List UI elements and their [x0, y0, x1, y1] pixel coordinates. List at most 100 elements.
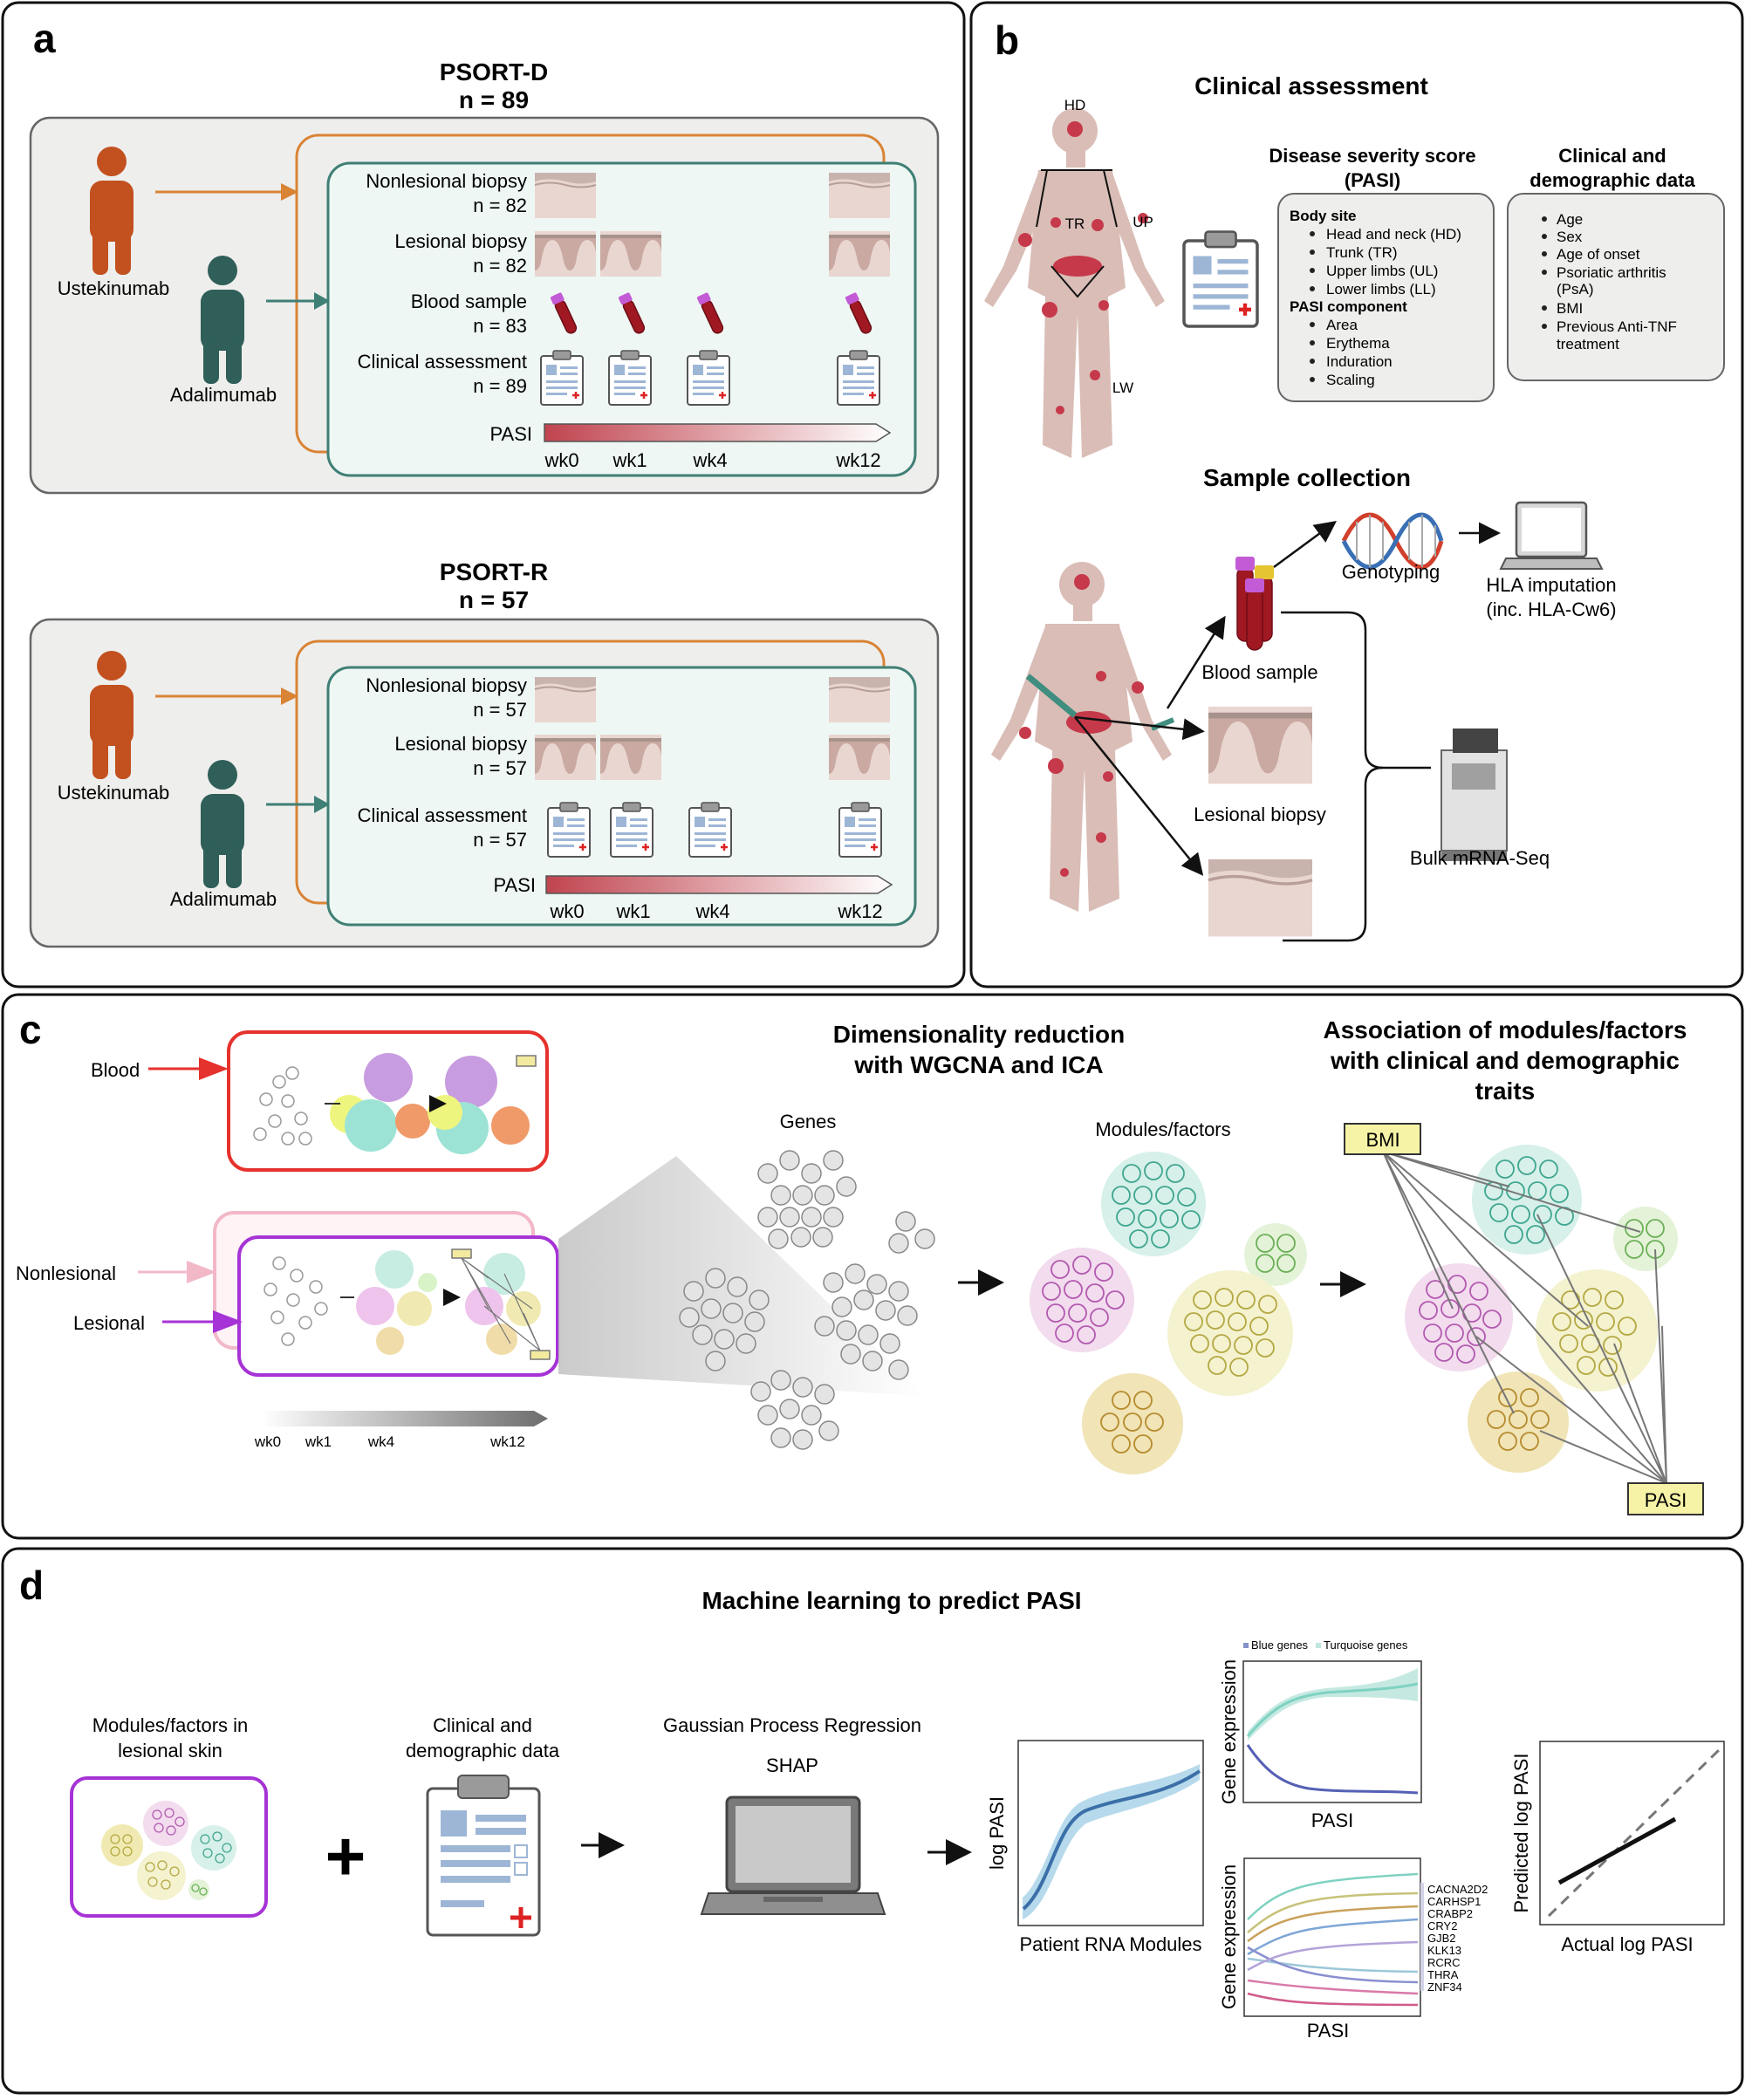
psort-d-row4-n: n = 89 — [473, 375, 527, 397]
body-figure-sample — [991, 562, 1175, 912]
zoom-cone — [558, 1156, 925, 1396]
psort-d-n: n = 89 — [459, 86, 529, 113]
plot3-gene-legend: CACNA2D2 CARHSP1 CRABP2 CRY2 GJB2 KLK13 … — [1420, 1883, 1488, 1994]
psort-d-drug1: Ustekinumab — [58, 277, 169, 299]
plot3-ylabel: Gene expression — [1218, 1864, 1240, 2009]
clinical-assessment-title: Clinical assessment — [1194, 72, 1428, 99]
genes-label: Genes — [780, 1111, 837, 1132]
modules-label: Modules/factors — [1095, 1118, 1230, 1140]
clipboard-icon — [1184, 232, 1257, 327]
body-site-item: Trunk (TR) — [1326, 244, 1398, 261]
psort-r-n: n = 57 — [459, 586, 529, 613]
gene-legend-item: KLK13 — [1427, 1944, 1461, 1957]
clipboard-icon — [836, 349, 881, 407]
body-label-tr: TR — [1065, 215, 1085, 232]
assoc-clusters — [1405, 1145, 1678, 1473]
sample-arrows — [1074, 521, 1431, 942]
gene-legend-item: CACNA2D2 — [1427, 1883, 1488, 1896]
psort-d-row1-label: Nonlesional biopsy — [366, 170, 527, 192]
pasi-component-list: Area Erythema Induration Scaling — [1310, 317, 1393, 388]
psort-d-title: PSORT-D — [440, 58, 548, 86]
panel-c-letter: c — [19, 1007, 42, 1052]
demo-item: Previous Anti-TNF — [1557, 318, 1677, 335]
psort-r-week-0: wk0 — [549, 900, 584, 922]
hla-label-line1: HLA imputation — [1486, 574, 1616, 596]
c-week-2: wk4 — [367, 1433, 394, 1450]
plot1-frame — [1017, 1740, 1204, 1926]
demographic-title-line2: demographic data — [1529, 169, 1695, 191]
component-item: Scaling — [1326, 372, 1375, 388]
demo-item: Age of onset — [1557, 246, 1640, 263]
gene-legend-item: CRY2 — [1427, 1919, 1457, 1932]
laptop-icon — [1499, 501, 1604, 570]
gene-legend-item: CARHSP1 — [1427, 1895, 1481, 1908]
demo-item: Psoriatic arthritis — [1557, 264, 1666, 281]
bulk-mrna-label: Bulk mRNA-Seq — [1410, 847, 1550, 869]
body-site-item: Lower limbs (LL) — [1326, 281, 1436, 298]
clipboard-large-icon — [426, 1775, 541, 1937]
psort-d-adalimumab-frame — [326, 161, 917, 477]
component-item: Erythema — [1326, 335, 1390, 352]
panel-a-letter: a — [33, 16, 56, 61]
body-site-heading: Body site — [1290, 208, 1357, 224]
clipboard-icon — [686, 349, 731, 407]
body-figure-clinical — [984, 108, 1165, 458]
psort-d-row1-n: n = 82 — [473, 195, 527, 216]
pasi-node — [1627, 1482, 1704, 1515]
lesional-skin-icon — [827, 733, 892, 782]
plot4-frame — [1539, 1741, 1725, 1926]
assoc-title-line3: traits — [1475, 1077, 1535, 1105]
lesional-biopsy-label: Lesional biopsy — [1194, 804, 1326, 825]
lesional-skin-icon — [827, 229, 892, 278]
demographic-list: Age Sex Age of onset Psoriatic arthritis… — [1542, 211, 1677, 352]
psort-d-week-1: wk1 — [612, 449, 647, 471]
lesional-label: Lesional — [73, 1312, 145, 1334]
gene-circles — [679, 1150, 935, 1450]
lesional-module-clusters — [263, 1248, 551, 1360]
hla-label-line2: (inc. HLA-Cw6) — [1486, 599, 1616, 620]
modules-lesional-line2: lesional skin — [118, 1740, 222, 1761]
plot2-legend-swatch-turquoise — [1316, 1643, 1321, 1648]
clinical-demo-line1: Clinical and — [433, 1714, 532, 1736]
body-site-item: Upper limbs (UL) — [1326, 263, 1438, 279]
demo-item: BMI — [1557, 300, 1583, 317]
plot2-legend-turquoise: Turquoise genes — [1324, 1638, 1408, 1652]
psort-r-week-3: wk12 — [837, 900, 882, 922]
psort-r-week-2: wk4 — [695, 900, 729, 922]
blood-label: Blood — [91, 1059, 140, 1081]
plot2-blue-line — [1246, 1744, 1419, 1795]
dimred-title-line1: Dimensionality reduction — [833, 1021, 1126, 1048]
plot3-lines — [1247, 1872, 1419, 2007]
lesional-skin-icon — [599, 733, 663, 782]
assoc-lines — [1382, 1151, 1667, 1484]
demo-item: Sex — [1557, 229, 1583, 245]
psort-r-drug1: Ustekinumab — [58, 782, 169, 804]
gene-legend-item: CRABP2 — [1427, 1907, 1473, 1920]
dna-icon — [1341, 512, 1444, 570]
nonlesional-skin-icon — [828, 676, 891, 723]
blood-sample-label: Blood sample — [1201, 661, 1317, 683]
psort-r-row3-label: Clinical assessment — [358, 804, 527, 826]
psort-r-row1-label: Nonlesional biopsy — [366, 674, 527, 696]
plot4-fit-line — [1557, 1816, 1677, 1885]
pasi-gradient-arrow — [545, 875, 893, 894]
nonlesional-skin-icon — [828, 172, 891, 219]
clinical-demo-line2: demographic data — [406, 1740, 560, 1761]
body-site-item: Head and neck (HD) — [1326, 226, 1461, 243]
psort-r-row1-n: n = 57 — [473, 699, 527, 721]
bmi-node-label: BMI — [1365, 1129, 1399, 1151]
severity-title-line2: (PASI) — [1345, 169, 1400, 191]
lesional-biopsy-icon — [1208, 707, 1312, 783]
demographic-title-line1: Clinical and — [1558, 145, 1666, 167]
plot2-ylabel: Gene expression — [1218, 1659, 1240, 1804]
shap-label: SHAP — [766, 1755, 818, 1776]
plot2-legend-blue: Blue genes — [1251, 1638, 1309, 1652]
psort-d-row2-label: Lesional biopsy — [394, 230, 527, 252]
lesional-skin-icon — [533, 229, 598, 278]
psort-d-row4-label: Clinical assessment — [358, 351, 527, 373]
c-week-0: wk0 — [254, 1433, 281, 1450]
plot2-legend-swatch-blue — [1243, 1643, 1249, 1648]
psort-d-week-0: wk0 — [544, 449, 578, 471]
lesional-modules-icon — [101, 1801, 236, 1900]
gene-legend-item: THRA — [1427, 1968, 1459, 1981]
